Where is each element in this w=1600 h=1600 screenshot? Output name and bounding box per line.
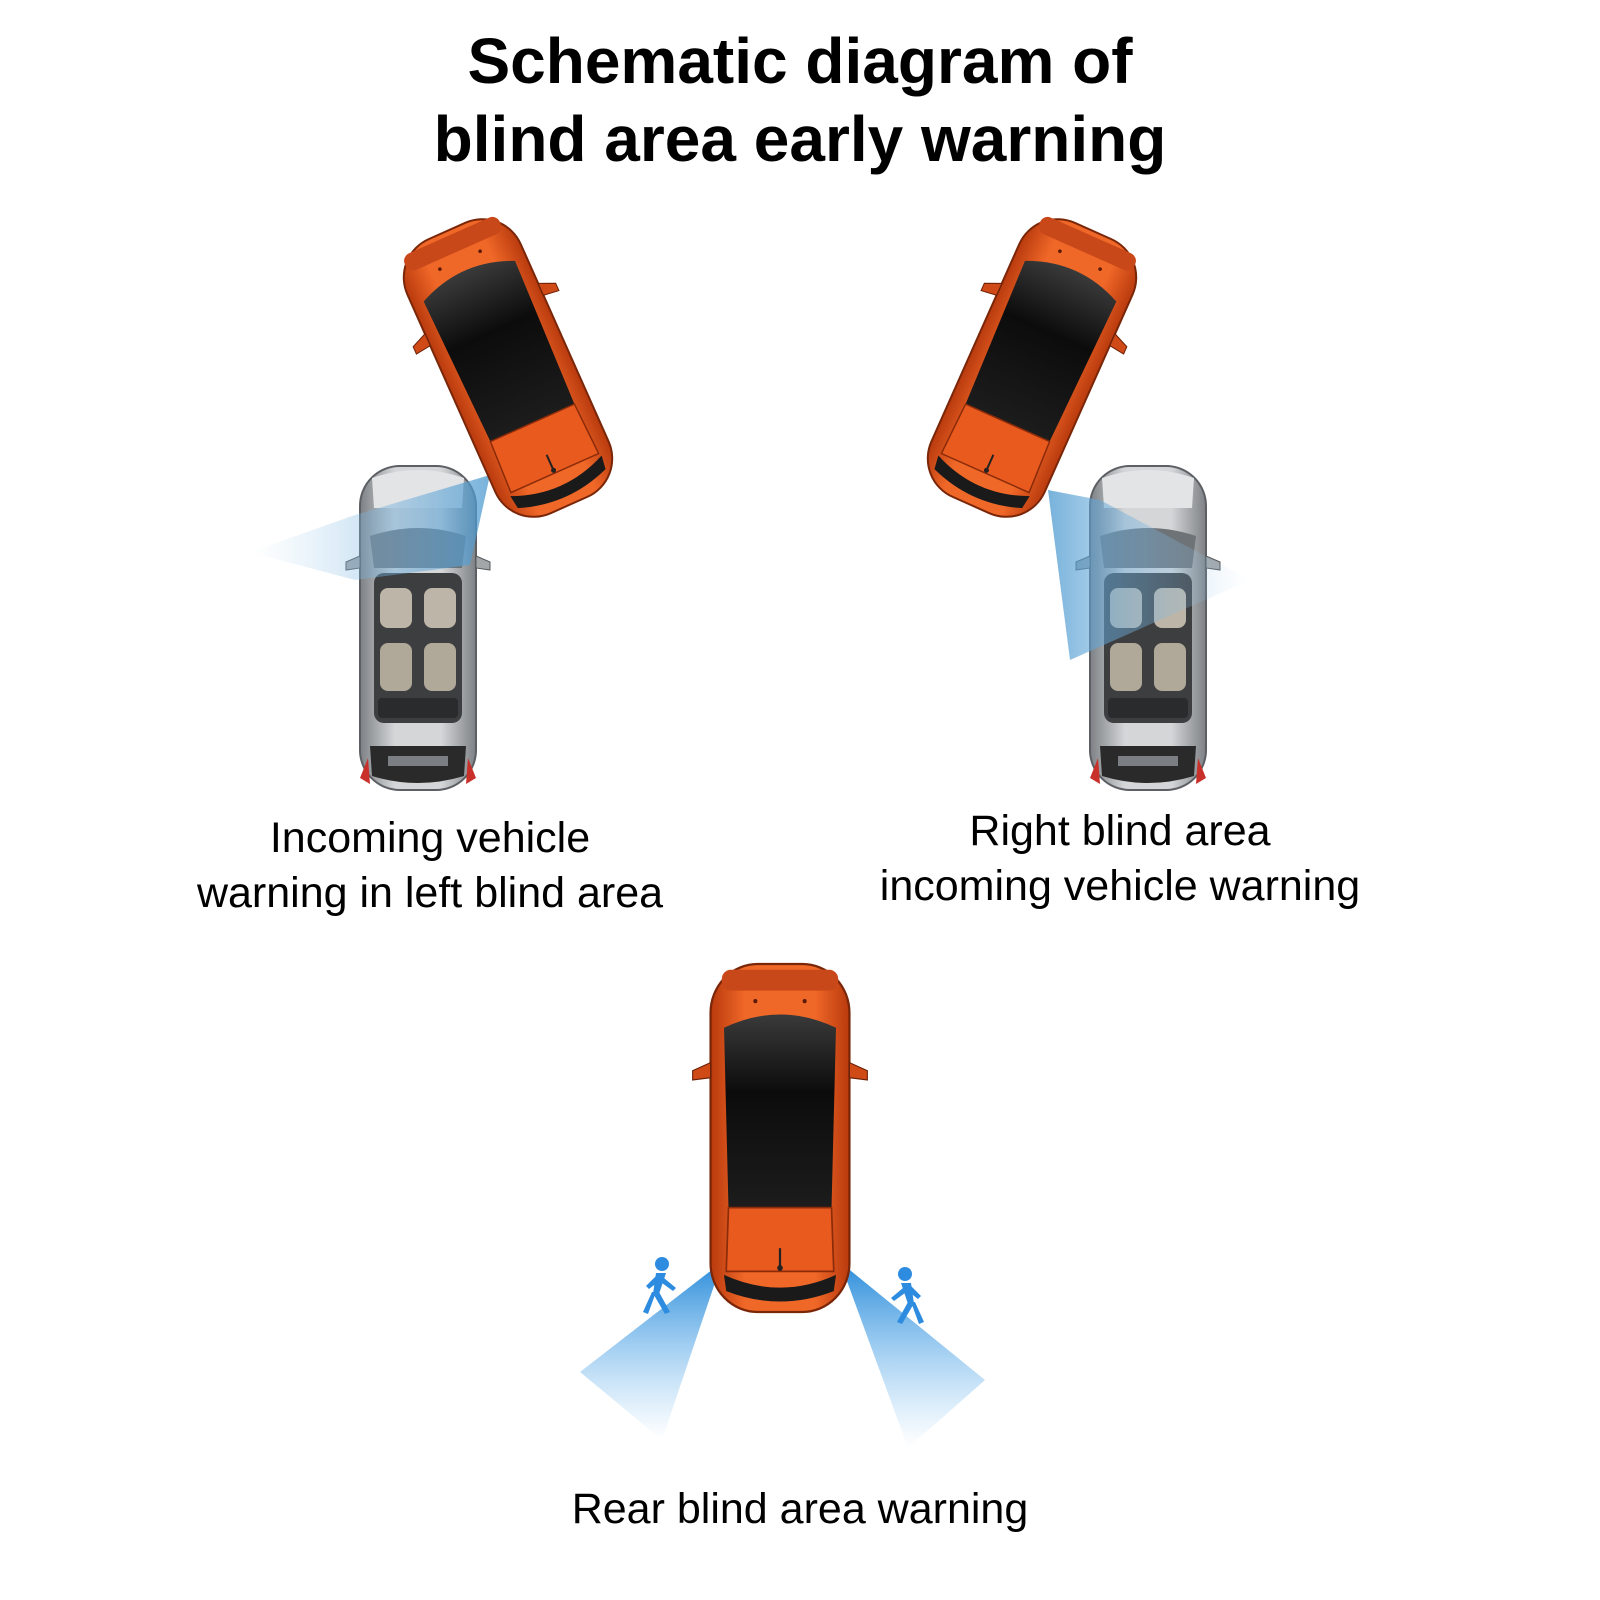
caption-line: Right blind area	[969, 807, 1271, 855]
radar-beam-icon	[250, 475, 490, 580]
radar-beam-icon	[840, 1262, 985, 1448]
caption-line: warning in left blind area	[196, 869, 664, 917]
page-title: Schematic diagram of blind area early wa…	[0, 22, 1600, 178]
left-scene	[250, 198, 642, 791]
caption-line: incoming vehicle warning	[879, 862, 1361, 910]
radar-beam-icon	[580, 1262, 722, 1440]
orange-car-icon	[691, 962, 869, 1314]
radar-beam-icon	[1048, 490, 1250, 660]
title-line-2: blind area early warning	[433, 103, 1167, 175]
caption-line: Incoming vehicle	[269, 814, 591, 862]
rear-scene	[580, 962, 985, 1448]
left-blind-area-caption: Incoming vehicle warning in left blind a…	[120, 811, 740, 921]
right-scene	[898, 198, 1250, 791]
title-line-1: Schematic diagram of	[467, 25, 1133, 97]
rear-blind-area-caption: Rear blind area warning	[450, 1482, 1150, 1537]
right-blind-area-caption: Right blind area incoming vehicle warnin…	[790, 804, 1450, 914]
caption-line: Rear blind area warning	[571, 1485, 1029, 1533]
